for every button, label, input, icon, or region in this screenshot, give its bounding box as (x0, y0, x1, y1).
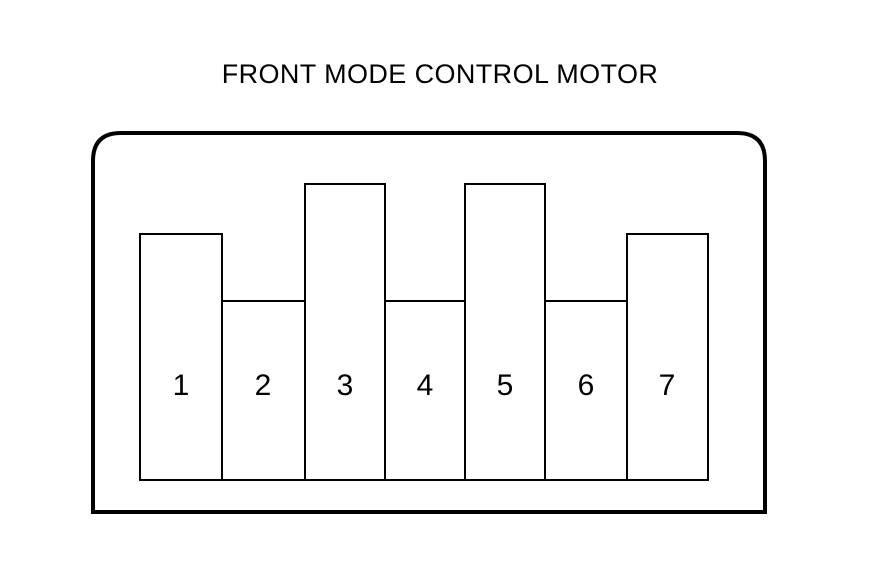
pin-number-6: 6 (578, 369, 595, 402)
pin-number-7: 7 (659, 369, 676, 402)
pin-number-1: 1 (173, 369, 190, 402)
connector-housing-path (91, 131, 767, 514)
pin-number-5: 5 (497, 369, 514, 402)
pin-number-2: 2 (255, 369, 272, 402)
page-title: FRONT MODE CONTROL MOTOR (221, 59, 659, 89)
connector-housing-outline (91, 131, 767, 514)
pin-divider-walls (221, 184, 628, 480)
pin-number-labels: 1 2 3 4 5 6 7 (173, 369, 676, 402)
pin-cavity-profile-path (139, 183, 709, 481)
pin-number-3: 3 (337, 369, 354, 402)
pin-number-4: 4 (417, 369, 434, 402)
pin-cavity-outline (139, 183, 709, 481)
